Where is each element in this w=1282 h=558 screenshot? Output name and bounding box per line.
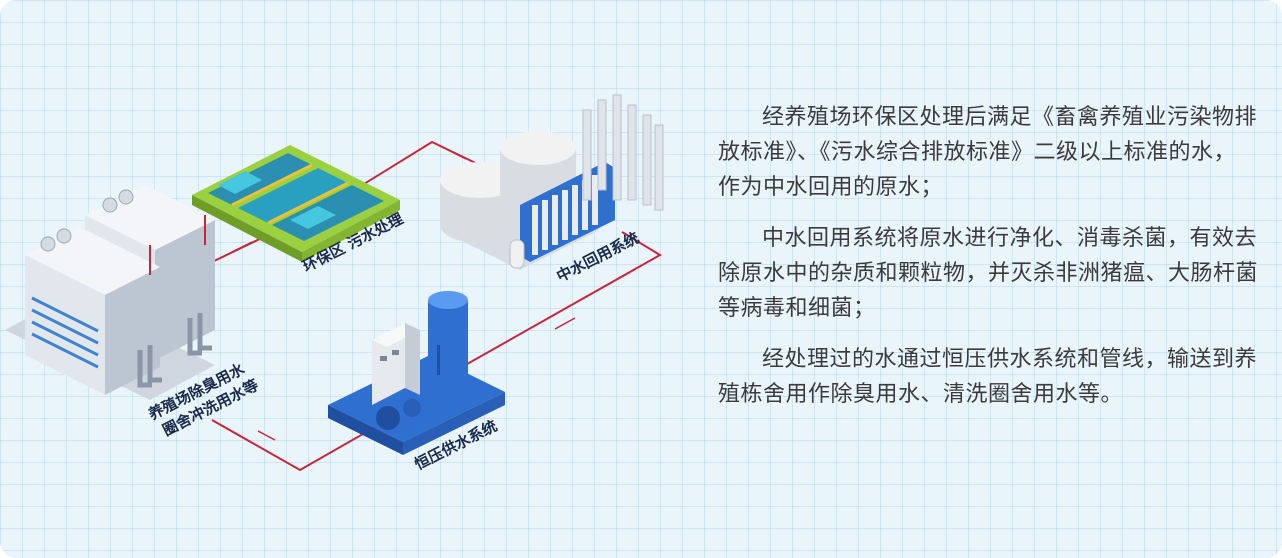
process-diagram: 养殖场除臭用水 圈舍冲洗用水等 环保区 污水处理 中水回用系统 恒压供水系统 [5,94,664,474]
flow-arrows [231,149,576,441]
farm-buildings-icon [5,185,215,400]
pressure-water-supply-icon [328,291,505,455]
sewage-treatment-pools-icon [192,145,400,262]
description-text: 经养殖场环保区处理后满足《畜禽养殖业污染物排放标准》、《污水综合排放标准》二级以… [718,100,1258,428]
paragraph-purification: 中水回用系统将原水进行净化、消毒杀菌，有效去除原水中的杂质和颗粒物，并灭杀非洲猪… [718,226,1259,321]
paragraph-source-water: 经养殖场环保区处理后满足《畜禽养殖业污染物排放标准》、《污水综合排放标准》二级以… [718,105,1258,200]
reuse-system-icon [440,94,664,270]
paragraph-distribution: 经处理过的水通过恒压供水系统和管线，输送到养殖栋舍用作除臭用水、清洗圈舍用水等。 [718,347,1258,407]
